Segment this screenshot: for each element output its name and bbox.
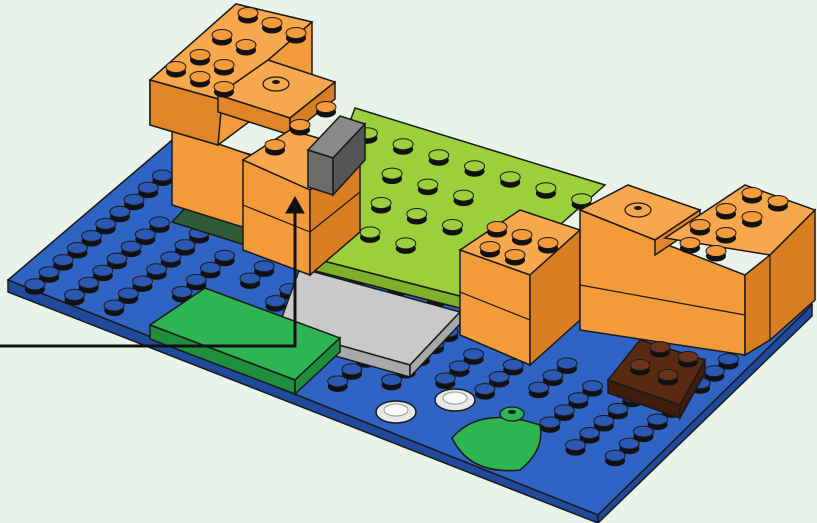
lego-build-diagram xyxy=(0,0,817,523)
diagram-canvas xyxy=(0,0,817,523)
